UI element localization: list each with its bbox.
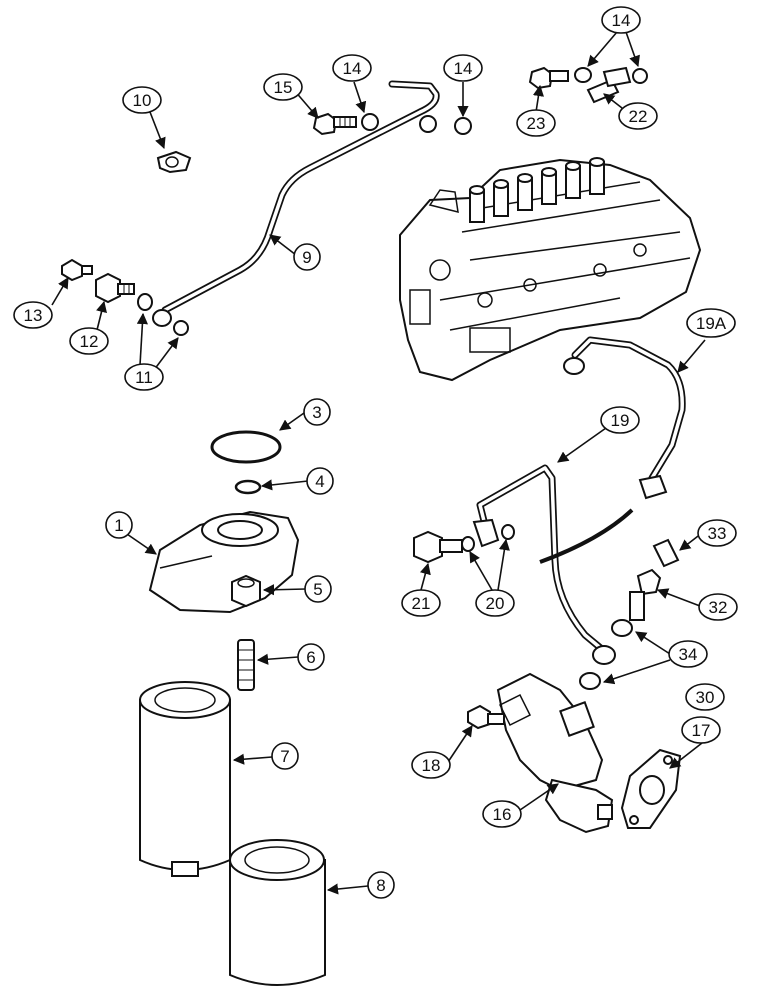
callout-19: 19	[600, 406, 640, 434]
svg-text:12: 12	[80, 332, 99, 351]
sealing-washer-11a	[137, 293, 153, 311]
svg-text:30: 30	[696, 688, 715, 707]
callout-17: 17	[681, 716, 721, 744]
callout-1: 1	[105, 511, 133, 539]
svg-text:14: 14	[343, 59, 362, 78]
fuel-filter-7	[139, 681, 231, 877]
callout-14b: 14	[443, 54, 483, 82]
callout-14a: 14	[332, 54, 372, 82]
sealing-washer-20a	[461, 536, 475, 552]
callout-18: 18	[411, 751, 451, 779]
callout-30: 30	[685, 683, 725, 711]
o-ring-4	[234, 479, 262, 495]
callout-20: 20	[475, 589, 515, 617]
svg-text:14: 14	[612, 11, 631, 30]
banjo-bolt-12	[95, 272, 135, 304]
svg-text:16: 16	[493, 805, 512, 824]
sealing-washer-11b	[173, 320, 189, 336]
injection-pump	[399, 157, 702, 382]
svg-text:14: 14	[454, 59, 473, 78]
svg-text:5: 5	[313, 580, 322, 599]
banjo-bolt-15	[312, 112, 357, 136]
screw-13	[61, 258, 93, 282]
adapter-32	[629, 568, 662, 621]
callout-4: 4	[306, 467, 334, 495]
callout-22: 22	[618, 102, 658, 130]
svg-text:34: 34	[679, 645, 698, 664]
fuel-line-19a	[563, 336, 686, 500]
o-ring-3	[210, 430, 282, 464]
callout-21: 21	[401, 589, 441, 617]
callout-23: 23	[516, 109, 556, 137]
svg-text:19A: 19A	[696, 314, 727, 333]
clip-10	[156, 150, 192, 174]
fuel-filter-8	[229, 839, 326, 986]
svg-text:7: 7	[280, 747, 289, 766]
banjo-bolt-21	[413, 530, 463, 564]
sealing-washer-14c	[574, 67, 592, 83]
sealing-washer-34a	[611, 619, 633, 637]
svg-text:1: 1	[114, 516, 123, 535]
fitting-33	[652, 538, 680, 568]
sealing-washer-20b	[501, 524, 515, 540]
callout-6: 6	[297, 643, 325, 671]
sealing-washer-14d	[632, 68, 648, 84]
fuel-lift-pump-16	[496, 672, 614, 834]
callout-19a: 19A	[686, 308, 736, 338]
callout-10: 10	[122, 86, 162, 114]
callout-5: 5	[304, 575, 332, 603]
bolt-18	[467, 704, 505, 730]
svg-text:17: 17	[692, 721, 711, 740]
callout-8: 8	[367, 871, 395, 899]
callout-33: 33	[697, 519, 737, 547]
routing-curve	[539, 508, 634, 564]
callout-34: 34	[668, 640, 708, 668]
nut-5	[231, 574, 261, 608]
callout-12: 12	[69, 327, 109, 355]
sealing-washer-34b	[579, 672, 601, 690]
svg-text:21: 21	[412, 594, 431, 613]
sealing-washer-14a	[361, 113, 379, 131]
fitting-22	[586, 66, 632, 104]
svg-text:6: 6	[306, 648, 315, 667]
svg-text:9: 9	[302, 248, 311, 267]
callout-15: 15	[263, 73, 303, 101]
svg-text:15: 15	[274, 78, 293, 97]
callout-9: 9	[293, 243, 321, 271]
svg-text:8: 8	[376, 876, 385, 895]
svg-text:19: 19	[611, 411, 630, 430]
banjo-bolt-23	[528, 66, 569, 90]
filter-head-1	[148, 510, 300, 614]
callout-3: 3	[303, 398, 331, 426]
fuel-line-19	[472, 464, 616, 665]
callout-13: 13	[13, 301, 53, 329]
svg-text:23: 23	[527, 114, 546, 133]
svg-text:13: 13	[24, 306, 43, 325]
svg-text:22: 22	[629, 107, 648, 126]
callout-11: 11	[124, 363, 164, 391]
svg-text:3: 3	[312, 403, 321, 422]
svg-text:10: 10	[133, 91, 152, 110]
callout-14c: 14	[601, 6, 641, 34]
callout-leaders	[51, 31, 706, 895]
svg-text:32: 32	[709, 598, 728, 617]
fuel-line-9	[152, 80, 440, 327]
gasket-17	[620, 748, 682, 829]
drain-plug-6	[237, 639, 255, 691]
pump-injector-towers	[469, 157, 605, 223]
svg-text:18: 18	[422, 756, 441, 775]
callout-16: 16	[482, 800, 522, 828]
callout-32: 32	[698, 593, 738, 621]
svg-text:20: 20	[486, 594, 505, 613]
svg-text:4: 4	[315, 472, 324, 491]
callout-7: 7	[271, 742, 299, 770]
sealing-washer-14b	[454, 117, 472, 135]
svg-text:11: 11	[135, 368, 153, 387]
svg-text:33: 33	[708, 524, 727, 543]
